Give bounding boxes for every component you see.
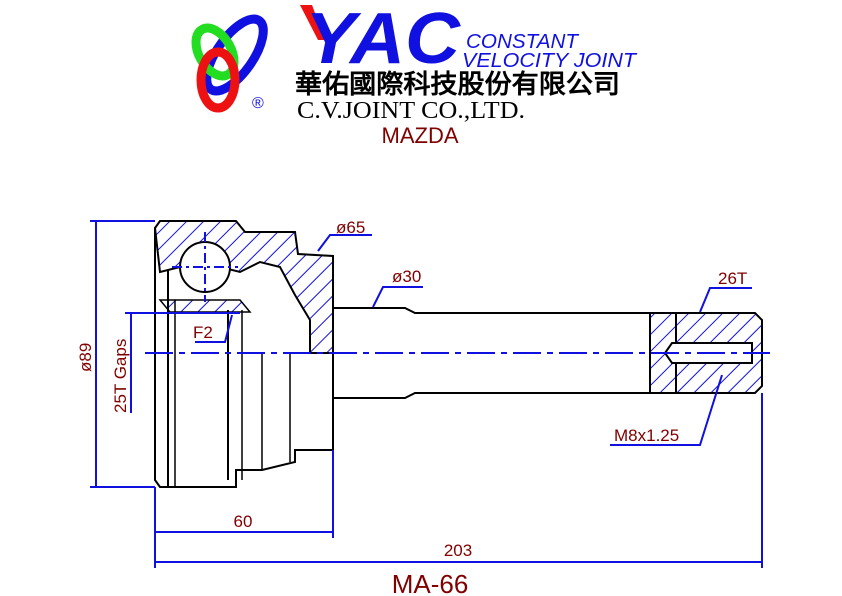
- logo-red-stroke: [300, 5, 325, 40]
- dim-housing-length: 60: [234, 512, 253, 531]
- registered-mark: ®: [252, 95, 264, 112]
- dim-total-length: 203: [444, 541, 472, 560]
- dim-housing-diameter: ø65: [336, 218, 365, 237]
- tagline-line1: CONSTANT: [466, 31, 580, 53]
- dim-shaft-diameter: ø30: [392, 267, 421, 286]
- yac-logo: ® YAC CONSTANT VELOCITY JOINT: [191, 0, 638, 113]
- dim-thread: M8x1.25: [614, 426, 679, 445]
- logo-ring-red: [196, 47, 240, 113]
- outer-joint-housing: [153, 220, 334, 488]
- logo-ring-blue: [202, 14, 268, 96]
- dim-abs-gaps: 25T Gaps: [111, 339, 130, 413]
- tagline-line2: VELOCITY JOINT: [462, 50, 638, 72]
- company-chinese-name: 華佑國際科技股份有限公司: [295, 70, 620, 100]
- dim-f2: F2: [193, 323, 213, 342]
- part-number: MA-66: [392, 569, 469, 596]
- dim-outer-diameter: ø89: [76, 343, 95, 372]
- company-english-name: C.V.JOINT CO.,LTD.: [297, 98, 525, 124]
- vehicle-make: MAZDA: [382, 123, 459, 148]
- dim-spline: 26T: [718, 269, 747, 288]
- brand-text: YAC: [305, 0, 461, 79]
